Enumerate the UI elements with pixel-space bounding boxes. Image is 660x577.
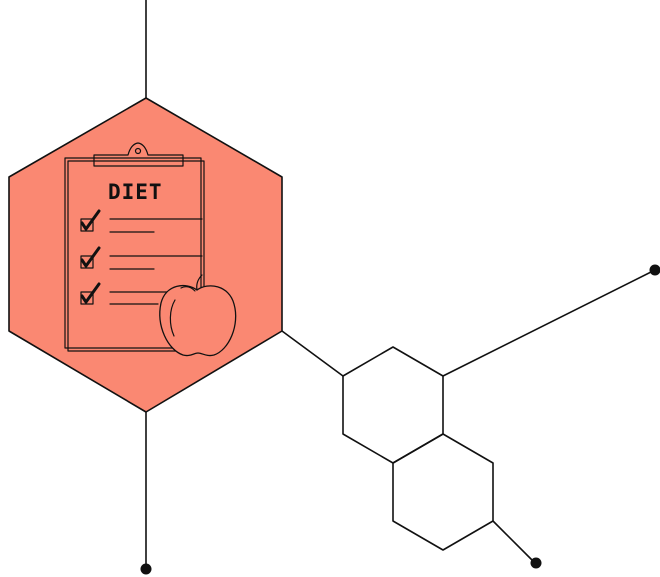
small-hexagon-upper [342,346,444,464]
checklist-item-3 [80,282,171,305]
bond-lines [145,0,656,569]
checkbox-checked-icon [80,246,101,269]
checklist-item-1 [80,209,203,233]
checkbox-checked-icon [80,209,101,232]
small-hexagon-lower [392,433,494,551]
atom-dot-bottom-left [140,563,152,575]
checklist-item-2 [80,246,203,270]
right-bond-line [442,269,656,377]
clipboard-icon: DIET [64,142,205,352]
atom-dot-bottom-right [530,557,542,569]
lower-right-bond-line [492,520,536,564]
diet-hexagon [8,97,283,413]
middle-bond-line [281,330,344,377]
atom-dot-right [649,264,660,276]
checkbox-checked-icon [80,282,101,305]
apple-icon [159,274,237,357]
diet-title: DIET [108,180,163,204]
atom-dots [140,264,660,575]
